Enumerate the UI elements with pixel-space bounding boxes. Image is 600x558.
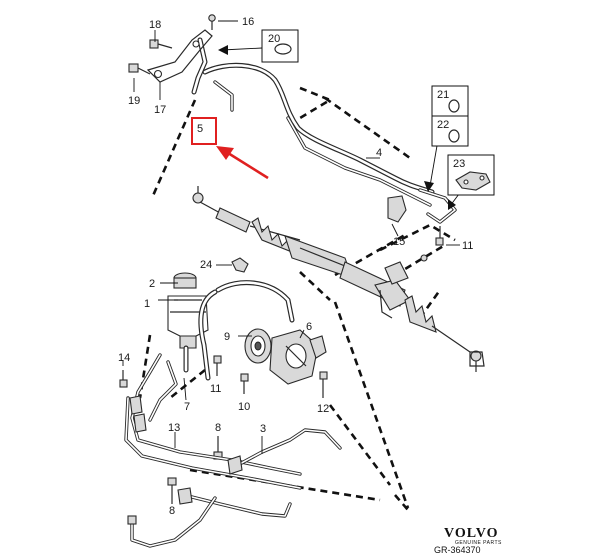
boxed-callout-20: 20 [261,29,299,63]
callout-11-lower: 11 [210,383,221,395]
callout-11-upper: 11 [462,240,473,252]
genuine-parts-tagline: GENUINE PARTS [455,540,502,546]
callout-17: 17 [154,104,166,116]
volvo-logo: VOLVO [444,526,499,541]
callout-12: 12 [317,403,329,415]
callout-3: 3 [260,423,266,435]
callout-1: 1 [144,298,150,310]
callout-6: 6 [306,321,312,333]
steering-rack [192,186,485,372]
callout-labels: 1 2 3 4 6 7 8 8 9 10 11 11 12 13 14 15 1… [118,16,473,517]
boxed-callout-23: 23 [447,154,495,196]
fluid-reservoir [167,272,209,373]
diagram-reference: GR-364370 [434,545,481,555]
cooler-pipes [124,353,342,548]
highlight-label-5: 5 [197,123,203,135]
callout-10: 10 [238,401,250,413]
callout-22-label: 22 [437,119,449,131]
callout-18: 18 [149,19,161,31]
return-hose [198,257,295,381]
pressure-hose-assembly [128,14,457,246]
callout-20-label: 20 [268,33,280,45]
callout-21-label: 21 [437,89,449,101]
callout-16: 16 [242,16,254,28]
callout-24: 24 [200,259,212,271]
callout-19: 19 [128,95,140,107]
callout-7: 7 [184,401,190,413]
callout-14: 14 [118,352,130,364]
callout-9: 9 [224,331,230,343]
callout-13: 13 [168,422,180,434]
callout-8-upper: 8 [215,422,221,434]
callout-8-lower: 8 [169,505,175,517]
boxed-callout-21: 21 [431,85,469,117]
boxed-callout-22: 22 [431,115,469,147]
branding: VOLVO GENUINE PARTS GR-364370 [434,526,502,555]
callout-4: 4 [376,147,382,159]
callout-23-label: 23 [453,158,465,170]
callout-2: 2 [149,278,155,290]
callout-15: 15 [393,236,405,248]
highlight-part-5: 5 [191,117,269,180]
connector-arrowheads [218,45,456,210]
power-steering-pump [244,328,327,385]
